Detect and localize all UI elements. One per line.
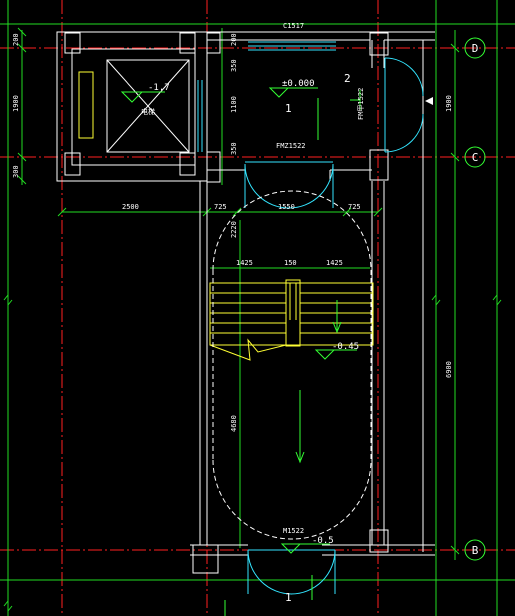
label-door-bottom: M1522 (283, 527, 304, 535)
dim-h-1: 2500 (122, 203, 139, 211)
label-bottom-level: -0.5 (312, 536, 334, 546)
labels: C1517 -1.7 电梯 ±0.000 2 1 FM甲1522 FMZ1522… (141, 22, 365, 604)
arrow-marker (425, 97, 433, 105)
elevator-counterweight (78, 71, 94, 139)
elevator-car (106, 59, 190, 153)
dim-stair-mid: 150 (284, 259, 297, 267)
label-floor-level: ±0.000 (282, 79, 315, 89)
dimension-texts: 200 1900 300 200 350 1100 350 1900 6900 … (12, 33, 453, 432)
label-landing-level: -0.45 (332, 342, 359, 352)
label-room-2: 2 (344, 72, 351, 85)
dim-right-lower: 6900 (445, 361, 453, 378)
dim-vent-c: 1100 (230, 96, 238, 113)
dim-h-4: 725 (348, 203, 361, 211)
walls (56, 31, 435, 574)
label-room-1: 1 (285, 102, 292, 115)
dim-left-top: 200 (12, 33, 20, 46)
dim-h-2: 725 (214, 203, 227, 211)
label-window: C1517 (283, 22, 304, 30)
window-elevator-side (197, 80, 203, 152)
axis-bubble-d: D (464, 37, 486, 59)
dim-vent-a: 200 (230, 33, 238, 46)
dim-vent-d: 350 (230, 142, 238, 155)
stair-landing-outline (212, 190, 372, 540)
dim-vent-b: 350 (230, 59, 238, 72)
label-bottom-mark: 1 (285, 591, 292, 604)
door-center (244, 161, 334, 209)
window-c1517 (248, 41, 336, 51)
dim-stair-top: 2220 (230, 221, 238, 238)
level-marks (120, 87, 361, 616)
dim-left-mid: 1900 (12, 95, 20, 112)
svg-text:C: C (472, 151, 479, 164)
dim-right-upper: 1900 (445, 95, 453, 112)
door-bottom (247, 549, 336, 595)
dim-stair-run: 4680 (230, 415, 238, 432)
dim-h-3: 1550 (278, 203, 295, 211)
dim-left-bottom: 300 (12, 165, 20, 178)
axis-bubble-b: B (464, 539, 486, 561)
dim-stair-left: 1425 (236, 259, 253, 267)
label-door-center: FMZ1522 (276, 142, 306, 150)
axis-bubble-c: C (464, 146, 486, 168)
label-elevator-level: -1.7 (148, 83, 170, 93)
svg-text:D: D (472, 42, 479, 55)
label-elevator-mark: 电梯 (141, 107, 155, 116)
stair-flights (209, 279, 374, 361)
svg-text:B: B (472, 544, 479, 557)
door-right (384, 57, 424, 153)
dim-stair-right: 1425 (326, 259, 343, 267)
label-door-right: FM甲1522 (357, 88, 365, 120)
